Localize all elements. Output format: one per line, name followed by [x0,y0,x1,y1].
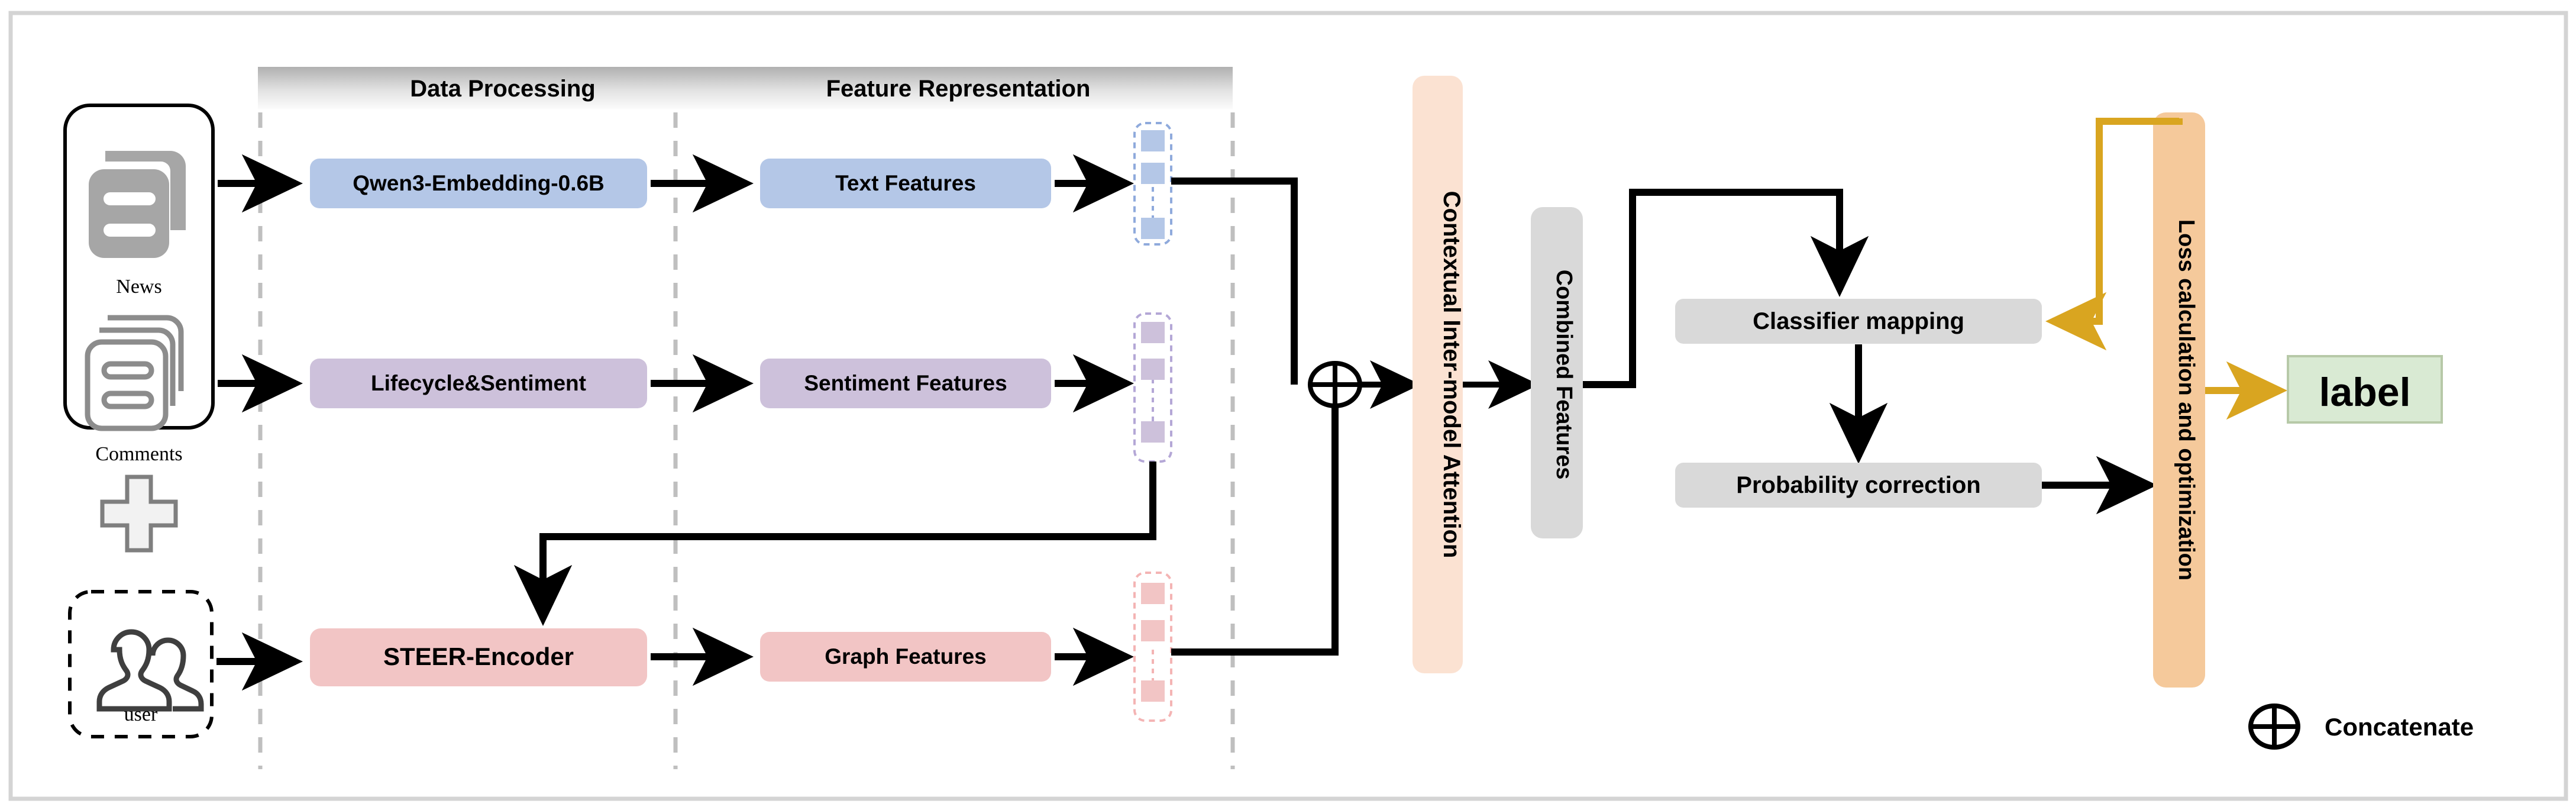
vector-block [1141,130,1165,151]
box-sentiment-features-label: Sentiment Features [804,371,1007,395]
vector-block [1141,218,1165,239]
connector-text-vector-to-concat [1171,178,1298,385]
box-loss-calculation-and-optimization-label: Loss calculation and optimization [2174,220,2199,580]
text-feature-vector [1133,122,1172,246]
box-sentiment-features [760,359,1051,408]
stage-header-band [258,67,1233,109]
vector-block [1141,163,1165,184]
box-qwen3-embedding [310,159,647,208]
connector-graph-vector-to-concat [1171,401,1339,656]
stage-header-feature-representation: Feature Representation [826,76,1091,102]
vector-block [1141,421,1165,443]
box-loss-calculation-and-optimization [2153,112,2205,688]
vector-block [1141,322,1165,343]
comments-documents-icon [85,315,184,431]
box-steer-encoder [310,628,647,686]
box-combined-features-label: Combined Features [1552,270,1576,480]
vector-block [1141,583,1165,604]
box-graph-features-label: Graph Features [825,644,986,669]
vector-block [1141,620,1165,641]
box-lifecycle-sentiment [310,359,647,408]
box-steer-encoder-label: STEER-Encoder [383,643,574,670]
plus-icon [100,475,178,553]
input-label-news: News [116,276,161,298]
legend-concatenate-symbol [2248,703,2300,750]
box-label-output-label: label [2319,370,2411,415]
news-documents-icon [89,151,186,258]
box-text-features-label: Text Features [835,171,976,195]
users-group-icon [96,629,204,712]
box-probability-correction-label: Probability correction [1736,472,1980,498]
box-probability-correction [1675,463,2042,508]
box-contextual-inter-model-attention [1413,76,1463,673]
box-classifier-mapping-label: Classifier mapping [1753,308,1964,334]
box-text-features [760,159,1051,208]
connector-sentiment-vector-to-steer-encoder [513,462,1156,627]
box-classifier-mapping [1675,299,2042,344]
sentiment-feature-vector [1133,312,1172,463]
vector-block [1141,680,1165,702]
graph-feature-vector [1133,572,1172,722]
box-lifecycle-sentiment-label: Lifecycle&Sentiment [371,371,586,395]
box-contextual-inter-model-attention-label: Contextual Inter-model Attention [1439,191,1465,559]
vector-block [1141,359,1165,380]
concat-node [1308,361,1362,408]
box-graph-features [760,632,1051,682]
connector-combined-to-classifier [1583,189,1869,388]
connector-loss-feedback-to-classifier [2045,118,2183,351]
box-qwen3-embedding-label: Qwen3-Embedding-0.6B [353,171,605,195]
box-combined-features [1531,207,1583,538]
input-panel-user [68,590,214,738]
stage-header-data-processing: Data Processing [410,76,595,102]
box-label-output [2287,355,2443,424]
input-label-user: user [124,703,158,725]
legend-concatenate-label: Concatenate [2325,713,2474,741]
input-label-comments: Comments [95,443,182,465]
